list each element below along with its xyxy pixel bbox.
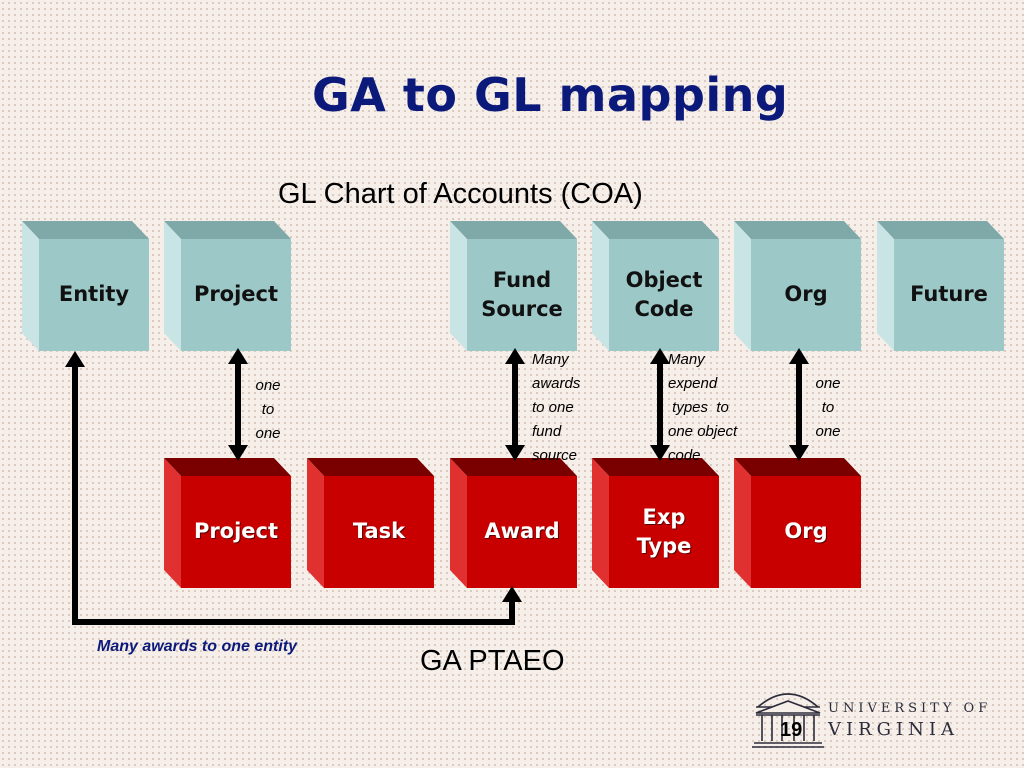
note-entity: Many awards to one entity bbox=[97, 638, 298, 655]
ga-box-exp-type-label: Exp Type bbox=[609, 476, 719, 588]
fund-source-double-arrow bbox=[505, 348, 525, 461]
ga-box-award-label: Award bbox=[467, 476, 577, 588]
gl-box-entity-label: Entity bbox=[39, 239, 149, 351]
project-double-arrow bbox=[228, 348, 248, 461]
ga-box-project-label: Project bbox=[181, 476, 291, 588]
entity-connector-arrow bbox=[65, 351, 522, 625]
gl-box-entity: Entity bbox=[22, 221, 149, 351]
slide-title: GA to GL mapping bbox=[312, 68, 789, 122]
logo-line-university-of: UNIVERSITY OF bbox=[828, 701, 992, 716]
university-logo: UNIVERSITY OF VIRGINIA bbox=[752, 683, 1002, 755]
rotunda-icon bbox=[752, 693, 824, 748]
note-fund-source: Many awards to one fund source bbox=[532, 351, 581, 464]
note-project-one-to-one: one to one bbox=[255, 377, 281, 442]
gl-box-future-label: Future bbox=[894, 239, 1004, 351]
ga-box-org-label: Org bbox=[751, 476, 861, 588]
logo-line-virginia: VIRGINIA bbox=[828, 719, 960, 740]
page-number: 19 bbox=[780, 719, 803, 741]
ga-box-exp-type: Exp Type bbox=[592, 458, 719, 588]
gl-box-project-label: Project bbox=[181, 239, 291, 351]
ga-box-org: Org bbox=[734, 458, 861, 588]
gl-box-fund-source: Fund Source bbox=[450, 221, 577, 351]
ga-box-award: Award bbox=[450, 458, 577, 588]
org-double-arrow bbox=[789, 348, 809, 461]
ga-ptaeo-heading: GA PTAEO bbox=[420, 645, 565, 677]
gl-box-org: Org bbox=[734, 221, 861, 351]
gl-box-object-code: Object Code bbox=[592, 221, 719, 351]
gl-box-future: Future bbox=[877, 221, 1004, 351]
note-object-code: Many expend types to one object code bbox=[668, 351, 738, 464]
gl-box-org-label: Org bbox=[751, 239, 861, 351]
ga-box-task-label: Task bbox=[324, 476, 434, 588]
ga-box-project: Project bbox=[164, 458, 291, 588]
gl-box-project: Project bbox=[164, 221, 291, 351]
note-org-one-to-one: one to one bbox=[815, 375, 841, 440]
gl-box-object-code-label: Object Code bbox=[609, 239, 719, 351]
gl-box-fund-source-label: Fund Source bbox=[467, 239, 577, 351]
gl-coa-heading: GL Chart of Accounts (COA) bbox=[278, 178, 643, 210]
object-code-double-arrow bbox=[650, 348, 670, 461]
ga-box-task: Task bbox=[307, 458, 434, 588]
